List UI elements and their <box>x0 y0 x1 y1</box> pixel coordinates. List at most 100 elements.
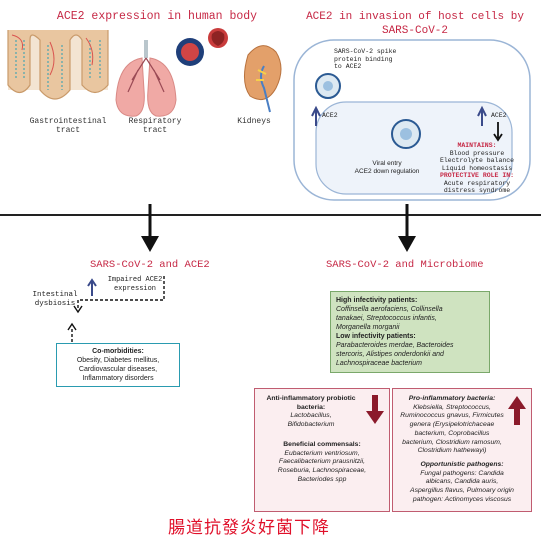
low-infectivity-line: stercoris, Alistipes onderdonkii and <box>336 351 444 358</box>
opp-item: Aspergillus flavus, Pulmoary origin <box>410 487 514 495</box>
commensal-title: Beneficial commensals: <box>283 441 361 448</box>
ace2-right-label: ACE2 <box>491 112 507 119</box>
opp-item: pathogen: Actinomyces viscosus <box>412 495 512 503</box>
ace2-functions: MAINTAINS: Blood pressure Electrolyte ba… <box>422 142 532 195</box>
host-cell-diagram <box>293 39 531 201</box>
pro-item: Ruminococcus gnavus, Firmicutes <box>400 412 504 420</box>
virus-icon <box>315 73 341 99</box>
dysbiosis-line2: dysbiosis <box>34 300 76 308</box>
section-divider <box>0 214 541 216</box>
down-arrow-icon <box>493 122 503 142</box>
cell-membrane <box>293 39 531 201</box>
maintains-heading: MAINTAINS: <box>457 142 497 149</box>
anti-title-line2: bacteria: <box>296 403 326 411</box>
organ-illustrations <box>7 28 282 117</box>
pro-item: Klebsiella, Streptococcus, <box>413 403 491 411</box>
anti-item: Bifidobacterium <box>287 421 335 429</box>
anti-title-line1: Anti-inflammatory probiotic <box>266 395 356 402</box>
impaired-line1: Impaired ACE2 <box>107 276 163 284</box>
pro-item: bacterium, Coprobacillus <box>414 429 490 437</box>
commensal-item: Faecalibacterium prausnitzii, <box>278 458 366 466</box>
pro-inflammatory-block: Pro-inflammatory bacteria: Klebsiella, S… <box>396 395 508 456</box>
increased-bacteria-box: Pro-inflammatory bacteria: Klebsiella, S… <box>392 388 532 512</box>
left-down-arrow-icon <box>141 236 159 252</box>
gastro-label-line1: Gastrointestinal <box>29 117 107 126</box>
impaired-to-dysbiosis-arrow <box>77 276 165 308</box>
kidneys-label-line1: Kidneys <box>237 117 271 126</box>
increase-arrow-icon <box>508 396 526 425</box>
respiratory-label: Respiratory tract <box>120 117 190 135</box>
high-infectivity-line: Coffinsella aerofaciens, Collinsella <box>336 306 443 313</box>
ace2-receptor-left-icon <box>311 105 321 126</box>
low-infectivity-line: Lachnospiraceae bacterium <box>336 360 422 367</box>
gastrointestinal-icon <box>7 30 109 100</box>
comorbid-arrowhead-icon <box>67 322 77 331</box>
maintains-item: Electrolyte balance <box>439 157 515 164</box>
pro-item: bacterium, Clostridium ramosum, <box>402 438 502 446</box>
protective-item: distress syndrome <box>443 187 511 194</box>
comorbidities-box: Co-morbidities: Obesity, Diabetes mellit… <box>56 343 180 387</box>
pro-item: genera (Erysipelotrichaceae <box>409 421 495 429</box>
protective-heading: PROTECTIVE ROLE IN: <box>439 172 515 179</box>
decrease-arrow-icon <box>366 395 384 424</box>
ace2-invasion-title: ACE2 in invasion of host cells by SARS-C… <box>290 10 540 38</box>
comorbid-line: Inflammatory disorders <box>82 375 154 382</box>
viral-entry-line2: ACE2 down regulation <box>354 167 420 175</box>
sars-ace2-title: SARS-CoV-2 and ACE2 <box>90 259 210 271</box>
viral-entry-label: Viral entry ACE2 down regulation <box>342 160 432 175</box>
ace2-invasion-title-line1: ACE2 in invasion of host cells by <box>306 11 524 23</box>
ace2-dysbiosis-flow <box>67 276 165 342</box>
anti-inflammatory-block: Anti-inflammatory probiotic bacteria: La… <box>259 395 363 430</box>
maintains-item: Blood pressure <box>449 149 505 157</box>
main-arrows <box>141 204 416 252</box>
respiratory-label-line2: tract <box>142 126 167 135</box>
right-down-arrow-icon <box>398 236 416 252</box>
viral-entry-line1: Viral entry <box>372 160 402 167</box>
spike-line1: SARS-CoV-2 spike <box>334 48 397 55</box>
pro-title: Pro-inflammatory bacteria: <box>408 395 496 402</box>
respiratory-label-line1: Respiratory <box>128 117 182 126</box>
spike-binding-label: SARS-CoV-2 spike protein binding to ACE2 <box>334 48 424 71</box>
opportunistic-block: Opportunistic pathogens: Fungal pathogen… <box>396 461 528 505</box>
commensal-item: Bacteriodes spp <box>297 475 347 483</box>
commensal-item: Eubacterium ventriosum, <box>284 449 360 457</box>
dysbiosis-arrowhead-icon <box>73 305 83 314</box>
ace2-invasion-title-line2: SARS-CoV-2 <box>381 25 448 37</box>
gastro-label: Gastrointestinal tract <box>18 117 118 135</box>
spike-line3: to ACE2 <box>334 63 362 70</box>
pro-item: Clostridium hathewayi) <box>417 447 487 455</box>
opp-item: Fungal pathogens: Candida <box>420 469 504 477</box>
ace2-expression-title: ACE2 expression in human body <box>56 10 258 23</box>
comorbid-title: Co-morbidities: <box>92 348 144 355</box>
maintains-item: Liquid homeostasis <box>441 164 513 172</box>
gastro-label-line2: tract <box>55 126 80 135</box>
dysbiosis-line1: Intestinal <box>32 291 78 299</box>
comorbid-line: Obesity, Diabetes mellitus, <box>76 357 160 364</box>
spike-line2: protein binding <box>334 55 393 63</box>
virus-entering-icon <box>391 119 421 149</box>
commensal-item: Roseburia, Lachnospiraceae, <box>277 467 367 475</box>
low-infectivity-line: Parabacteroides merdae, Bacteroides <box>336 342 454 349</box>
impaired-ace2-receptor-icon <box>87 278 97 296</box>
comorbid-line: Cardiovascular diseases, <box>78 366 158 373</box>
commensals-block: Beneficial commensals: Eubacterium ventr… <box>259 441 385 485</box>
protective-item: Acute respiratory <box>443 179 511 187</box>
high-infectivity-line: Morganella morganii <box>336 324 400 331</box>
sars-microbiome-title: SARS-CoV-2 and Microbiome <box>326 259 484 271</box>
opp-title: Opportunistic pathogens: <box>420 461 504 468</box>
impaired-line2: expression <box>113 284 156 293</box>
high-infectivity-title: High infectivity patients: <box>336 297 418 304</box>
kidneys-label: Kidneys <box>224 117 284 126</box>
ace2-receptor-right-icon <box>477 105 487 126</box>
intestinal-dysbiosis-label: Intestinal dysbiosis <box>30 291 80 309</box>
opp-item: albicans, Candida auris, <box>425 478 499 486</box>
chinese-caption: 腸道抗發炎好菌下降 <box>168 518 330 538</box>
kidney-icon <box>208 28 282 113</box>
low-infectivity-title: Low infectivity patients: <box>336 333 416 340</box>
impaired-ace2-label: Impaired ACE2 expression <box>100 276 170 293</box>
cell-interior <box>315 101 513 195</box>
anti-item: Lactobacillus, <box>290 412 332 420</box>
high-infectivity-line: tanakaei, Streptococcus infantis, <box>336 315 437 322</box>
decreased-bacteria-box: Anti-inflammatory probiotic bacteria: La… <box>254 388 390 512</box>
lungs-icon <box>115 38 204 117</box>
